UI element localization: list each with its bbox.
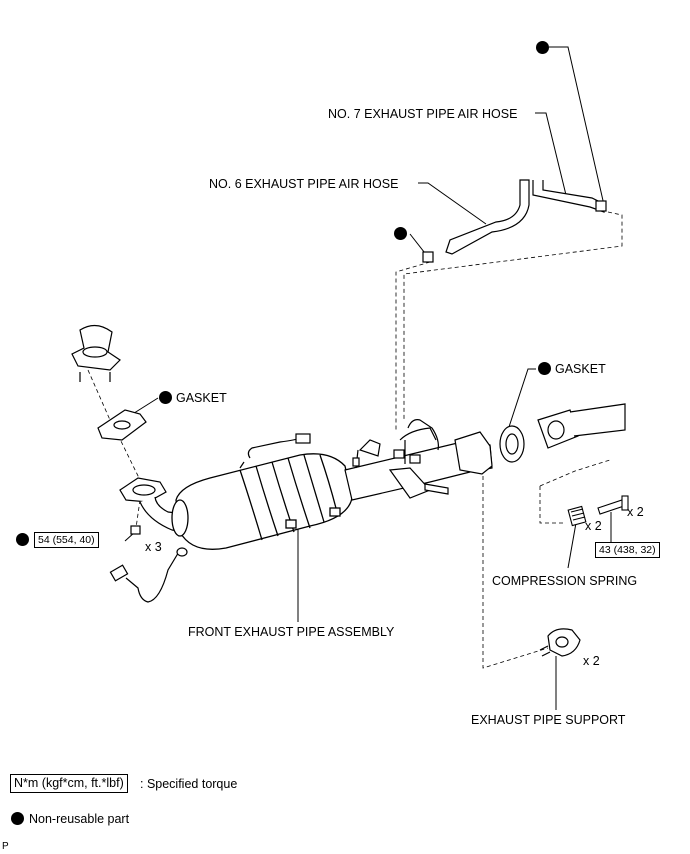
center-pipe <box>569 403 626 437</box>
rear-pipe <box>344 439 493 501</box>
hose-clip-lower <box>422 251 434 263</box>
qty-supports: x 2 <box>583 654 600 668</box>
nonreusable-dot-nut <box>16 533 29 546</box>
torque-flange-nut: 54 (554, 40) <box>34 532 99 548</box>
qty-nuts: x 3 <box>145 540 162 554</box>
legend-torque-box: N*m (kgf*cm, ft.*lbf) <box>10 774 128 793</box>
nonreusable-dot-gasket-left <box>159 391 172 404</box>
label-no7-hose: NO. 7 EXHAUST PIPE AIR HOSE <box>328 107 518 121</box>
leader-gasket-left <box>130 397 159 416</box>
label-support: EXHAUST PIPE SUPPORT <box>471 713 626 727</box>
leader-no7 <box>535 112 567 196</box>
nonreusable-dot-gasket-right <box>538 362 551 375</box>
label-compression-spring: COMPRESSION SPRING <box>492 574 638 588</box>
sensor-wire-right <box>407 419 439 451</box>
bolt-part <box>597 499 625 515</box>
label-gasket-right: GASKET <box>555 362 606 376</box>
legend-nonreusable-text: Non-reusable part <box>29 812 130 826</box>
nonreusable-dot-top <box>536 41 549 54</box>
torque-bolt: 43 (438, 32) <box>595 542 660 558</box>
leader-no6 <box>418 182 487 225</box>
legend-torque-text: : Specified torque <box>140 777 238 791</box>
qty-bolts: x 2 <box>627 505 644 519</box>
no6-hose <box>445 179 530 255</box>
spring-part <box>567 505 587 527</box>
no7-hose <box>532 180 605 213</box>
sensor-wire-lower <box>125 549 181 603</box>
sensor-wire-upper <box>247 437 301 459</box>
leader-spring <box>567 522 577 569</box>
legend-nonreusable-dot <box>11 812 24 825</box>
leader-top-dot <box>549 46 605 206</box>
hose-clip-upper <box>595 200 607 212</box>
label-no6-hose: NO. 6 EXHAUST PIPE AIR HOSE <box>209 177 399 191</box>
leader-gasket-right <box>507 368 536 431</box>
converter-body <box>175 453 353 550</box>
qty-springs: x 2 <box>585 519 602 533</box>
rear-flange <box>454 431 493 475</box>
label-front-pipe: FRONT EXHAUST PIPE ASSEMBLY <box>188 625 395 639</box>
label-gasket-left: GASKET <box>176 391 227 405</box>
nonreusable-dot-clip <box>394 227 407 240</box>
footer-code: P <box>2 841 9 852</box>
flange-nut <box>130 525 141 535</box>
